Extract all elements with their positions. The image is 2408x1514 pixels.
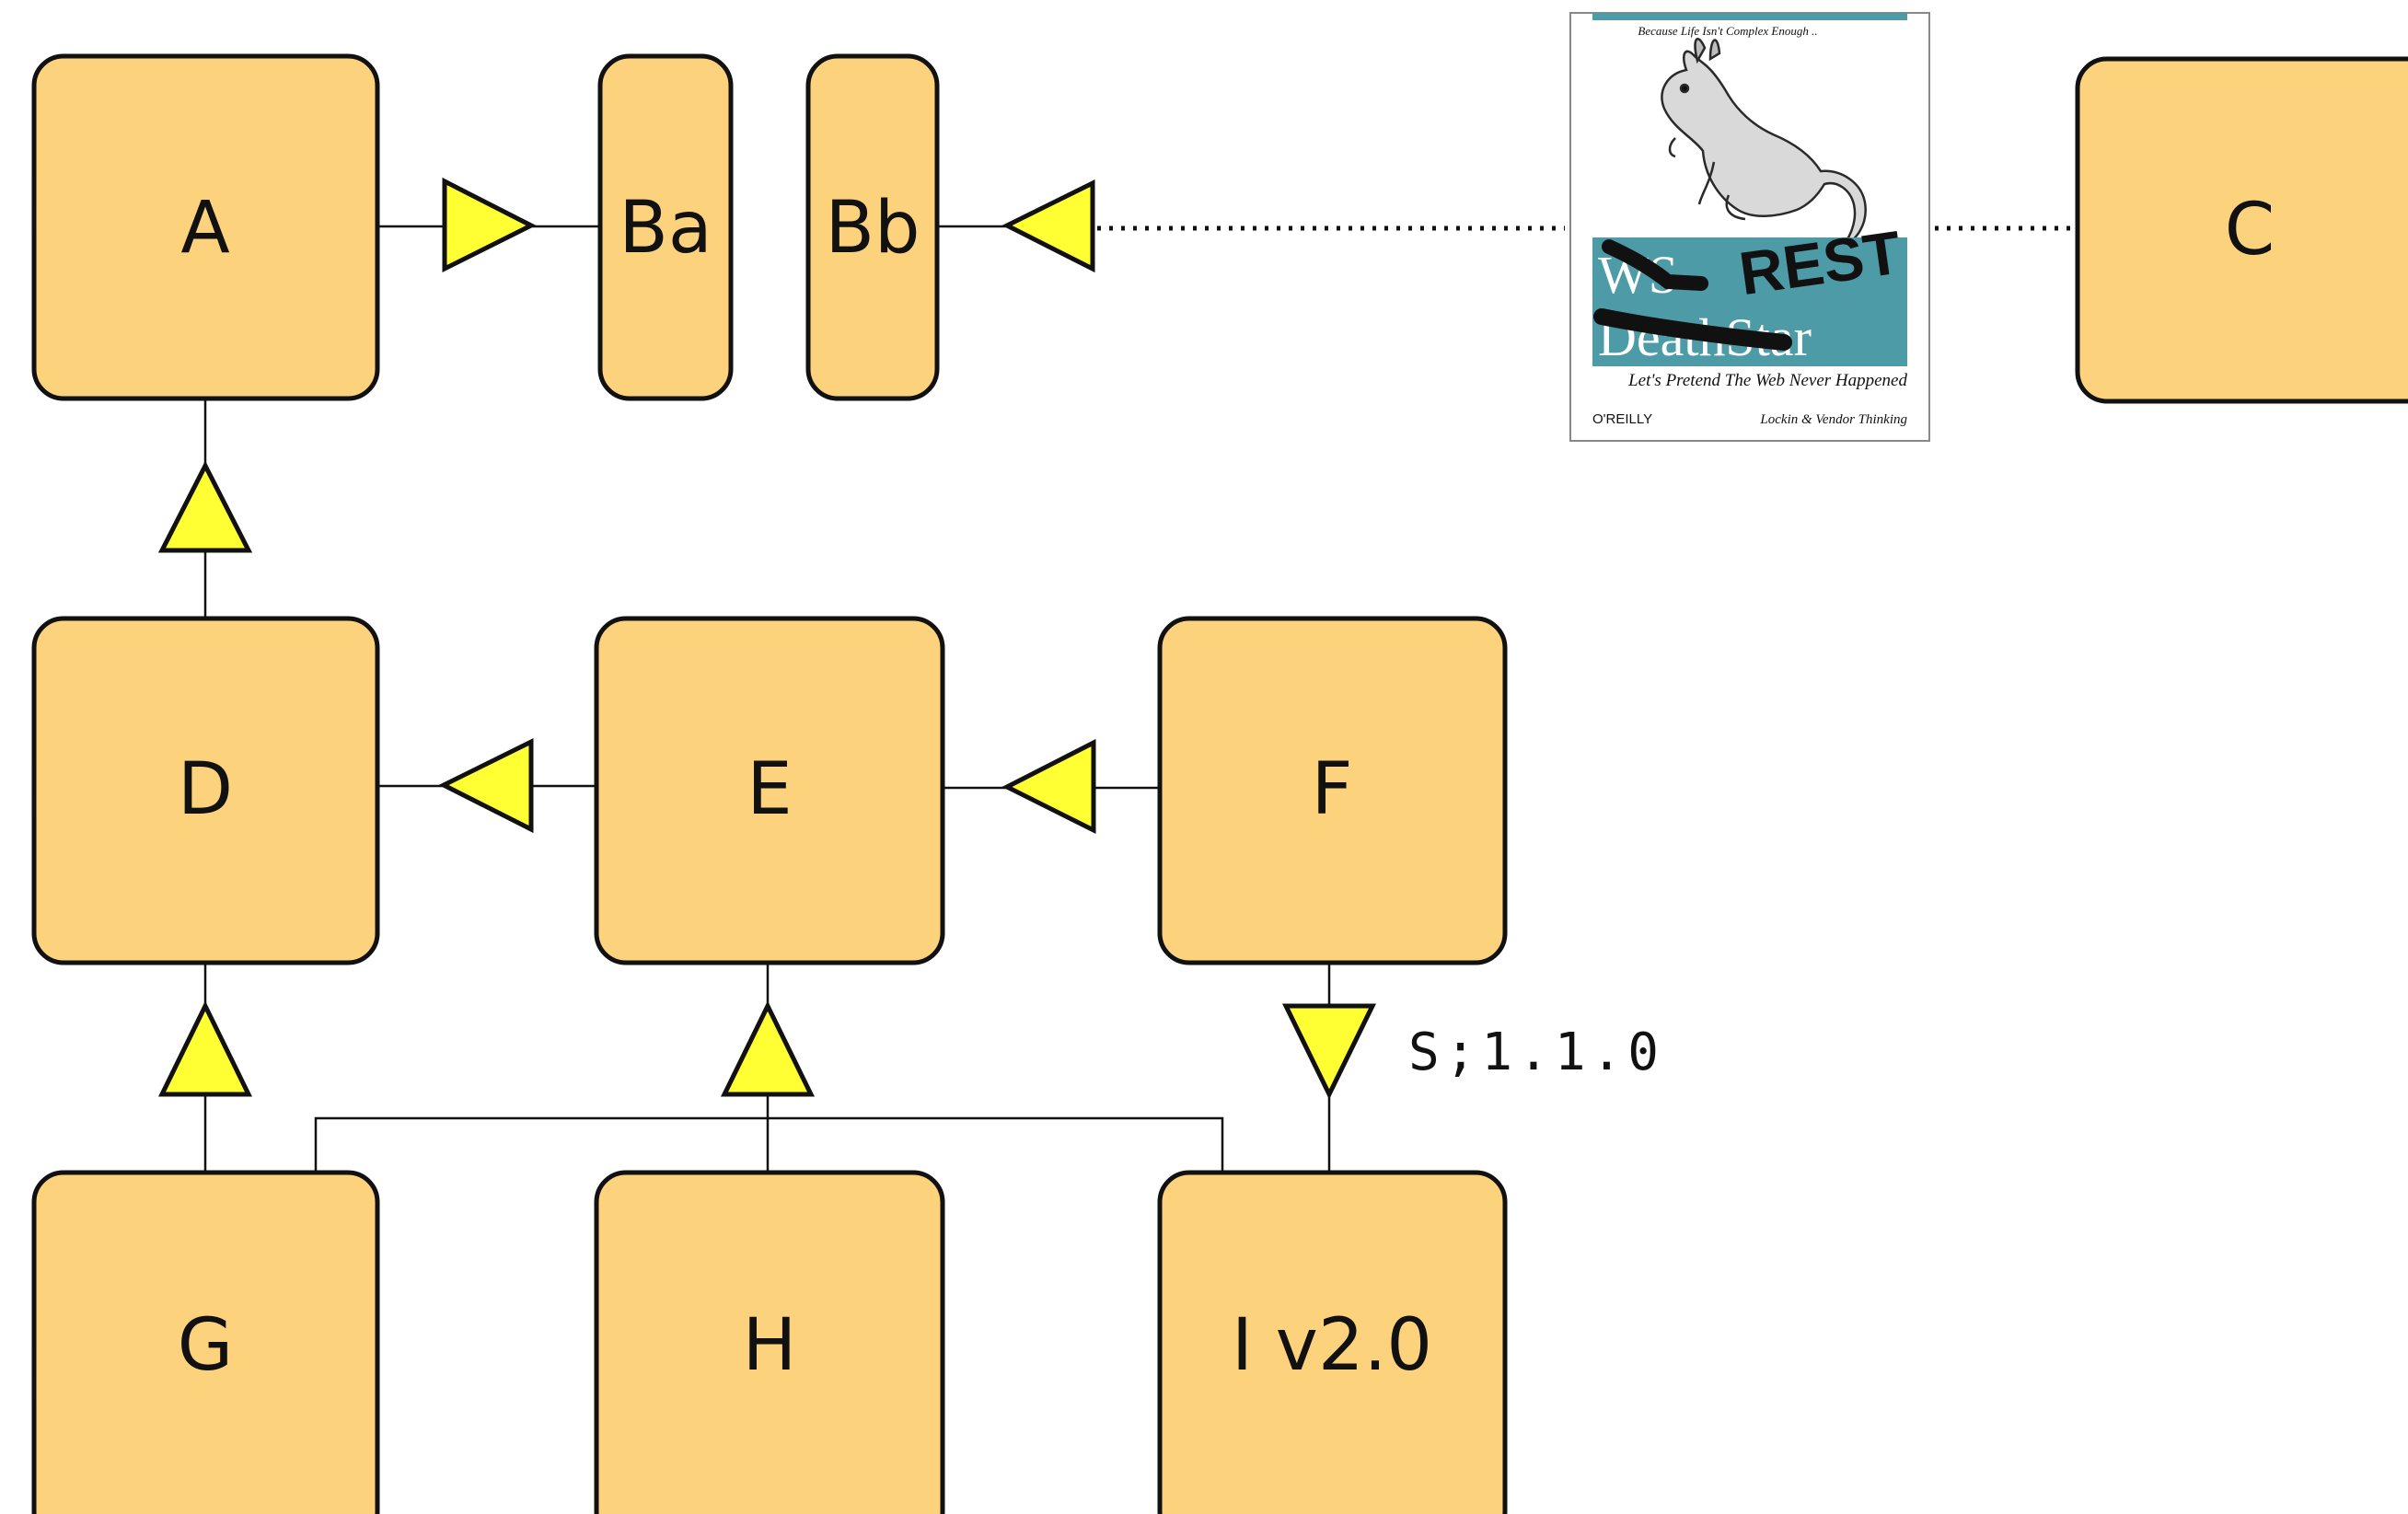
node-g-label: G <box>178 1304 233 1387</box>
node-a: A <box>31 53 380 401</box>
book-cover-top-band <box>1592 13 1907 20</box>
node-h: H <box>594 1170 945 1514</box>
node-e: E <box>594 616 945 965</box>
book-publisher: O'REILLY <box>1592 411 1652 427</box>
node-a-label: A <box>180 187 229 270</box>
book-cover: Because Life Isn't Complex Enough .. WS … <box>1569 12 1930 442</box>
arrow-f-to-i <box>1281 1003 1377 1100</box>
version-label: S;1.1.0 <box>1408 1023 1664 1082</box>
node-d: D <box>31 616 380 965</box>
animal-illustration <box>1661 37 1867 250</box>
arrow-f-to-e <box>1001 738 1096 835</box>
arrow-g-to-d <box>157 1000 253 1097</box>
arrow-h-to-e <box>720 1000 816 1097</box>
node-i-label: I v2.0 <box>1232 1304 1432 1387</box>
book-series: Lockin & Vendor Thinking <box>1759 412 1907 427</box>
node-f: F <box>1157 616 1508 965</box>
book-cover-frame <box>1569 12 1930 442</box>
node-ba-label: Ba <box>619 187 712 270</box>
node-e-label: E <box>747 748 792 831</box>
node-ba: Ba <box>597 53 734 401</box>
node-c: C <box>2075 56 2408 404</box>
node-bb-label: Bb <box>825 187 920 270</box>
book-tagline: Because Life Isn't Complex Enough .. <box>1638 24 1817 38</box>
strike-through-ws <box>1602 239 1708 291</box>
strike-through-deathstar <box>1593 308 1792 351</box>
node-g: G <box>31 1170 380 1514</box>
node-i: I v2.0 <box>1157 1170 1508 1514</box>
node-d-label: D <box>178 748 233 831</box>
arrow-a-to-ba <box>442 177 537 273</box>
arrow-d-to-a <box>157 460 253 553</box>
node-f-label: F <box>1312 748 1353 831</box>
arrow-bb-to-c <box>1001 179 1095 273</box>
node-c-label: C <box>2225 189 2275 272</box>
book-subtitle: Let's Pretend The Web Never Happened <box>1627 371 1907 390</box>
edge-g-i-bracket <box>314 1116 1224 1173</box>
node-bb: Bb <box>805 53 940 401</box>
node-h-label: H <box>743 1304 797 1387</box>
arrow-e-to-d <box>438 737 534 834</box>
